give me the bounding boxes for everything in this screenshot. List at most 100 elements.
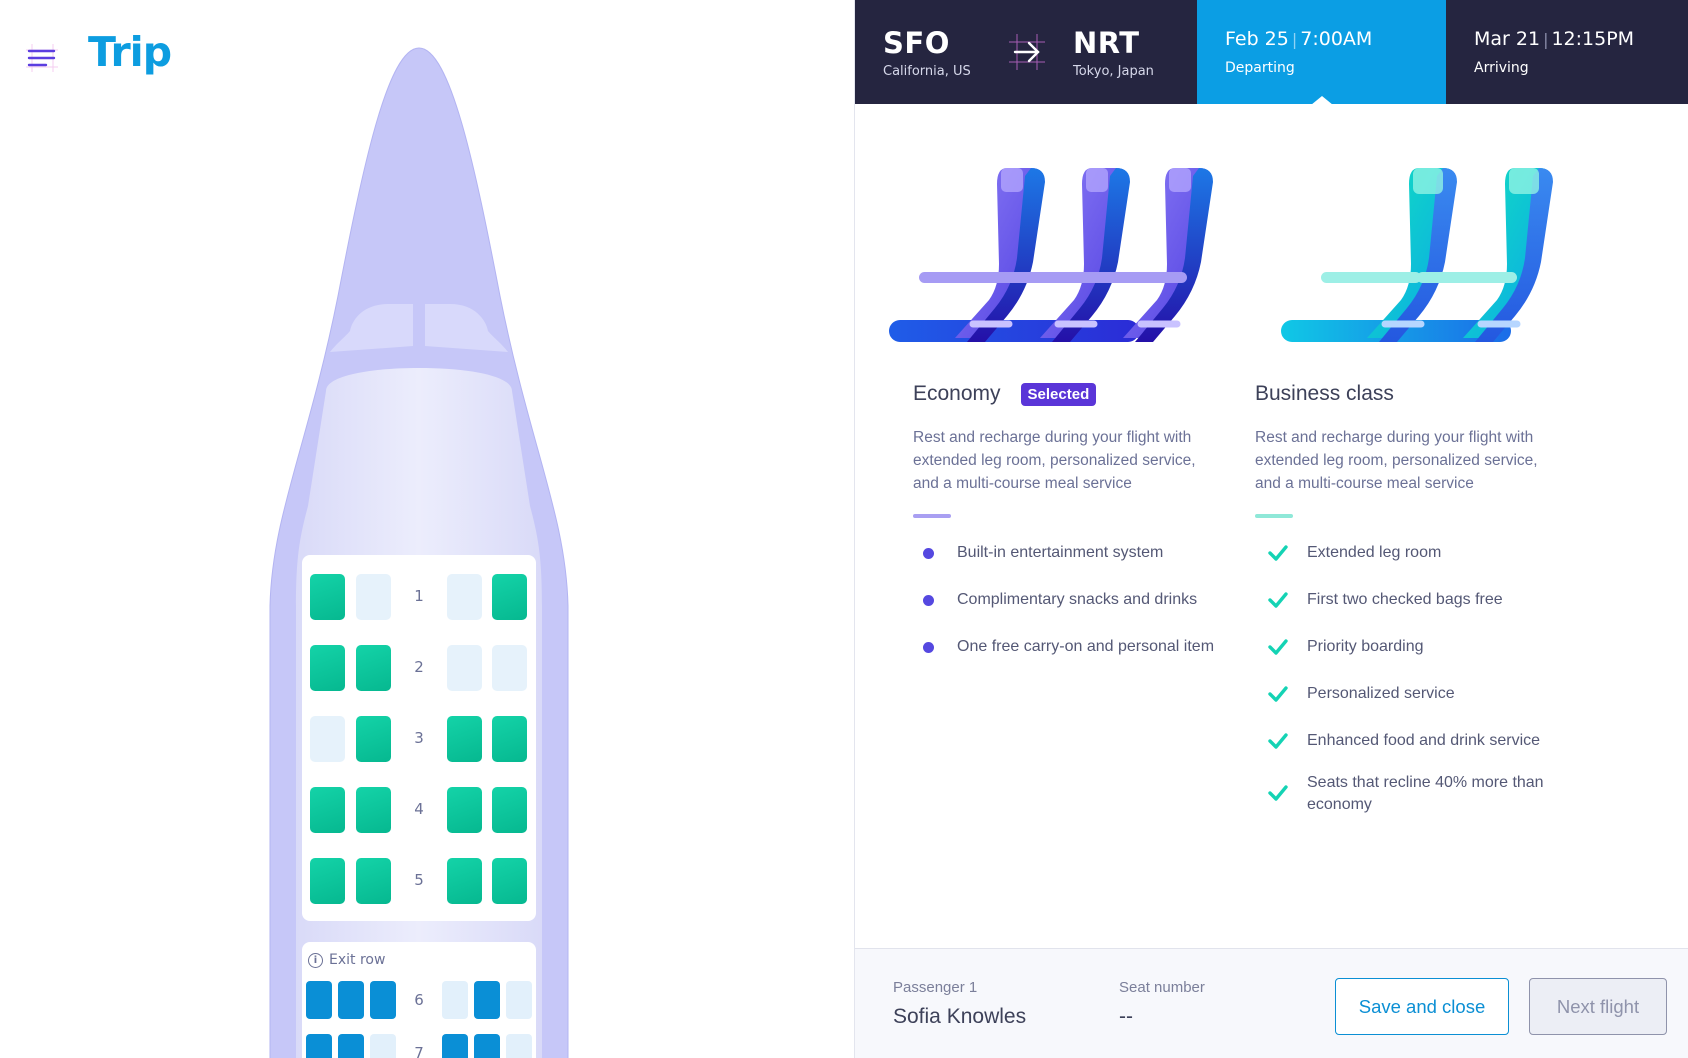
economy-divider bbox=[913, 514, 951, 518]
exit-row-label: i Exit row bbox=[308, 952, 385, 968]
economy-seats-illustration bbox=[889, 168, 1213, 342]
bullet-dot-icon bbox=[923, 642, 934, 653]
row-number: 3 bbox=[414, 729, 424, 747]
seat-7-2[interactable] bbox=[338, 1034, 364, 1058]
arriving-datetime: Mar 21|12:15PM bbox=[1474, 28, 1635, 50]
arriving-label: Arriving bbox=[1474, 60, 1529, 76]
seat-6-4[interactable] bbox=[442, 981, 468, 1019]
origin-city: California, US bbox=[883, 64, 971, 79]
seat-2-2[interactable] bbox=[356, 645, 391, 691]
departing-datetime: Feb 25|7:00AM bbox=[1225, 28, 1373, 50]
seat-3-3[interactable] bbox=[447, 716, 482, 762]
business-feature-text: Enhanced food and drink service bbox=[1307, 732, 1541, 749]
arrow-right-icon bbox=[1009, 34, 1045, 70]
seat-number-value: -- bbox=[1119, 1005, 1133, 1028]
business-description: Rest and recharge during your flight wit… bbox=[1255, 429, 1538, 492]
business-title-row: Business class bbox=[1255, 382, 1394, 406]
business-feature-text: Personalized service bbox=[1307, 685, 1455, 702]
economy-feature-item: Built-in entertainment system bbox=[923, 542, 1243, 564]
business-feature-text: Seats that recline 40% more than economy bbox=[1307, 774, 1544, 813]
menu-button[interactable] bbox=[22, 40, 62, 76]
checkmark-icon bbox=[1268, 733, 1288, 749]
save-and-close-button[interactable]: Save and close bbox=[1335, 978, 1509, 1035]
booking-footer: Passenger 1 Sofia Knowles Seat number --… bbox=[855, 948, 1688, 1058]
selected-badge: Selected bbox=[1020, 382, 1097, 406]
destination-city: Tokyo, Japan bbox=[1073, 64, 1154, 79]
seat-number-label: Seat number bbox=[1119, 979, 1205, 996]
business-feature-item: Seats that recline 40% more than economy bbox=[1268, 772, 1573, 816]
seat-3-2[interactable] bbox=[356, 716, 391, 762]
seat-6-3[interactable] bbox=[370, 981, 396, 1019]
seat-6-5[interactable] bbox=[474, 981, 500, 1019]
departing-label: Departing bbox=[1225, 60, 1295, 76]
business-feature-item: First two checked bags free bbox=[1268, 589, 1573, 611]
seat-5-3[interactable] bbox=[447, 858, 482, 904]
seat-7-3[interactable] bbox=[370, 1034, 396, 1058]
seat-1-4[interactable] bbox=[492, 574, 527, 620]
seat-4-2[interactable] bbox=[356, 787, 391, 833]
seat-2-4[interactable] bbox=[492, 645, 527, 691]
business-feature-text: Extended leg room bbox=[1307, 544, 1442, 561]
flight-details-pane: SFO California, US NRT Tokyo, Japan Feb … bbox=[854, 0, 1688, 1058]
passenger-label: Passenger 1 bbox=[893, 979, 978, 996]
seat-7-5[interactable] bbox=[474, 1034, 500, 1058]
row-number: 5 bbox=[414, 871, 424, 889]
economy-feature-text: Complimentary snacks and drinks bbox=[957, 591, 1198, 608]
seat-3-1[interactable] bbox=[310, 716, 345, 762]
business-feature-item: Enhanced food and drink service bbox=[1268, 730, 1573, 752]
seat-2-1[interactable] bbox=[310, 645, 345, 691]
tab-arriving[interactable]: Mar 21|12:15PM Arriving bbox=[1446, 0, 1688, 104]
destination-code: NRT bbox=[1073, 26, 1140, 60]
business-seats-illustration bbox=[1281, 168, 1553, 342]
seat-7-6[interactable] bbox=[506, 1034, 532, 1058]
seat-5-4[interactable] bbox=[492, 858, 527, 904]
row-number: 7 bbox=[414, 1044, 424, 1058]
seat-6-1[interactable] bbox=[306, 981, 332, 1019]
bullet-dot-icon bbox=[923, 548, 934, 559]
seat-7-1[interactable] bbox=[306, 1034, 332, 1058]
seat-5-2[interactable] bbox=[356, 858, 391, 904]
checkmark-icon bbox=[1268, 592, 1288, 608]
seat-1-1[interactable] bbox=[310, 574, 345, 620]
origin-code: SFO bbox=[883, 26, 950, 60]
seat-4-1[interactable] bbox=[310, 787, 345, 833]
row-number: 1 bbox=[414, 587, 424, 605]
checkmark-icon bbox=[1268, 785, 1288, 801]
departing-date: Feb 25 bbox=[1225, 28, 1289, 50]
business-feature-item: Extended leg room bbox=[1268, 542, 1573, 564]
seat-7-4[interactable] bbox=[442, 1034, 468, 1058]
seat-1-2[interactable] bbox=[356, 574, 391, 620]
info-icon: i bbox=[308, 952, 323, 968]
seat-5-1[interactable] bbox=[310, 858, 345, 904]
departing-time: 7:00AM bbox=[1300, 28, 1373, 50]
passenger-name: Sofia Knowles bbox=[893, 1005, 1027, 1028]
economy-feature-text: One free carry-on and personal item bbox=[957, 638, 1215, 655]
economy-title: Economy bbox=[913, 382, 1001, 405]
business-feature-item: Priority boarding bbox=[1268, 636, 1573, 658]
hamburger-icon bbox=[26, 44, 58, 72]
economy-title-row: Economy Selected bbox=[913, 382, 1097, 406]
seat-4-3[interactable] bbox=[447, 787, 482, 833]
seat-1-3[interactable] bbox=[447, 574, 482, 620]
arriving-time: 12:15PM bbox=[1551, 28, 1635, 50]
seat-4-4[interactable] bbox=[492, 787, 527, 833]
business-divider bbox=[1255, 514, 1293, 518]
economy-feature-item: One free carry-on and personal item bbox=[923, 636, 1243, 658]
next-flight-button[interactable]: Next flight bbox=[1529, 978, 1667, 1035]
economy-description: Rest and recharge during your flight wit… bbox=[913, 429, 1196, 492]
row-number: 2 bbox=[414, 658, 424, 676]
business-feature-text: Priority boarding bbox=[1307, 638, 1424, 655]
seat-3-4[interactable] bbox=[492, 716, 527, 762]
business-title: Business class bbox=[1255, 382, 1394, 405]
seat-6-2[interactable] bbox=[338, 981, 364, 1019]
row-number: 6 bbox=[414, 991, 424, 1009]
app-logo: Trip bbox=[88, 28, 172, 76]
checkmark-icon bbox=[1268, 686, 1288, 702]
tab-departing[interactable]: Feb 25|7:00AM Departing bbox=[1197, 0, 1446, 105]
economy-feature-text: Built-in entertainment system bbox=[957, 544, 1164, 561]
arriving-date: Mar 21 bbox=[1474, 28, 1541, 50]
seat-2-3[interactable] bbox=[447, 645, 482, 691]
exit-row-text: Exit row bbox=[329, 952, 386, 968]
seat-6-6[interactable] bbox=[506, 981, 532, 1019]
